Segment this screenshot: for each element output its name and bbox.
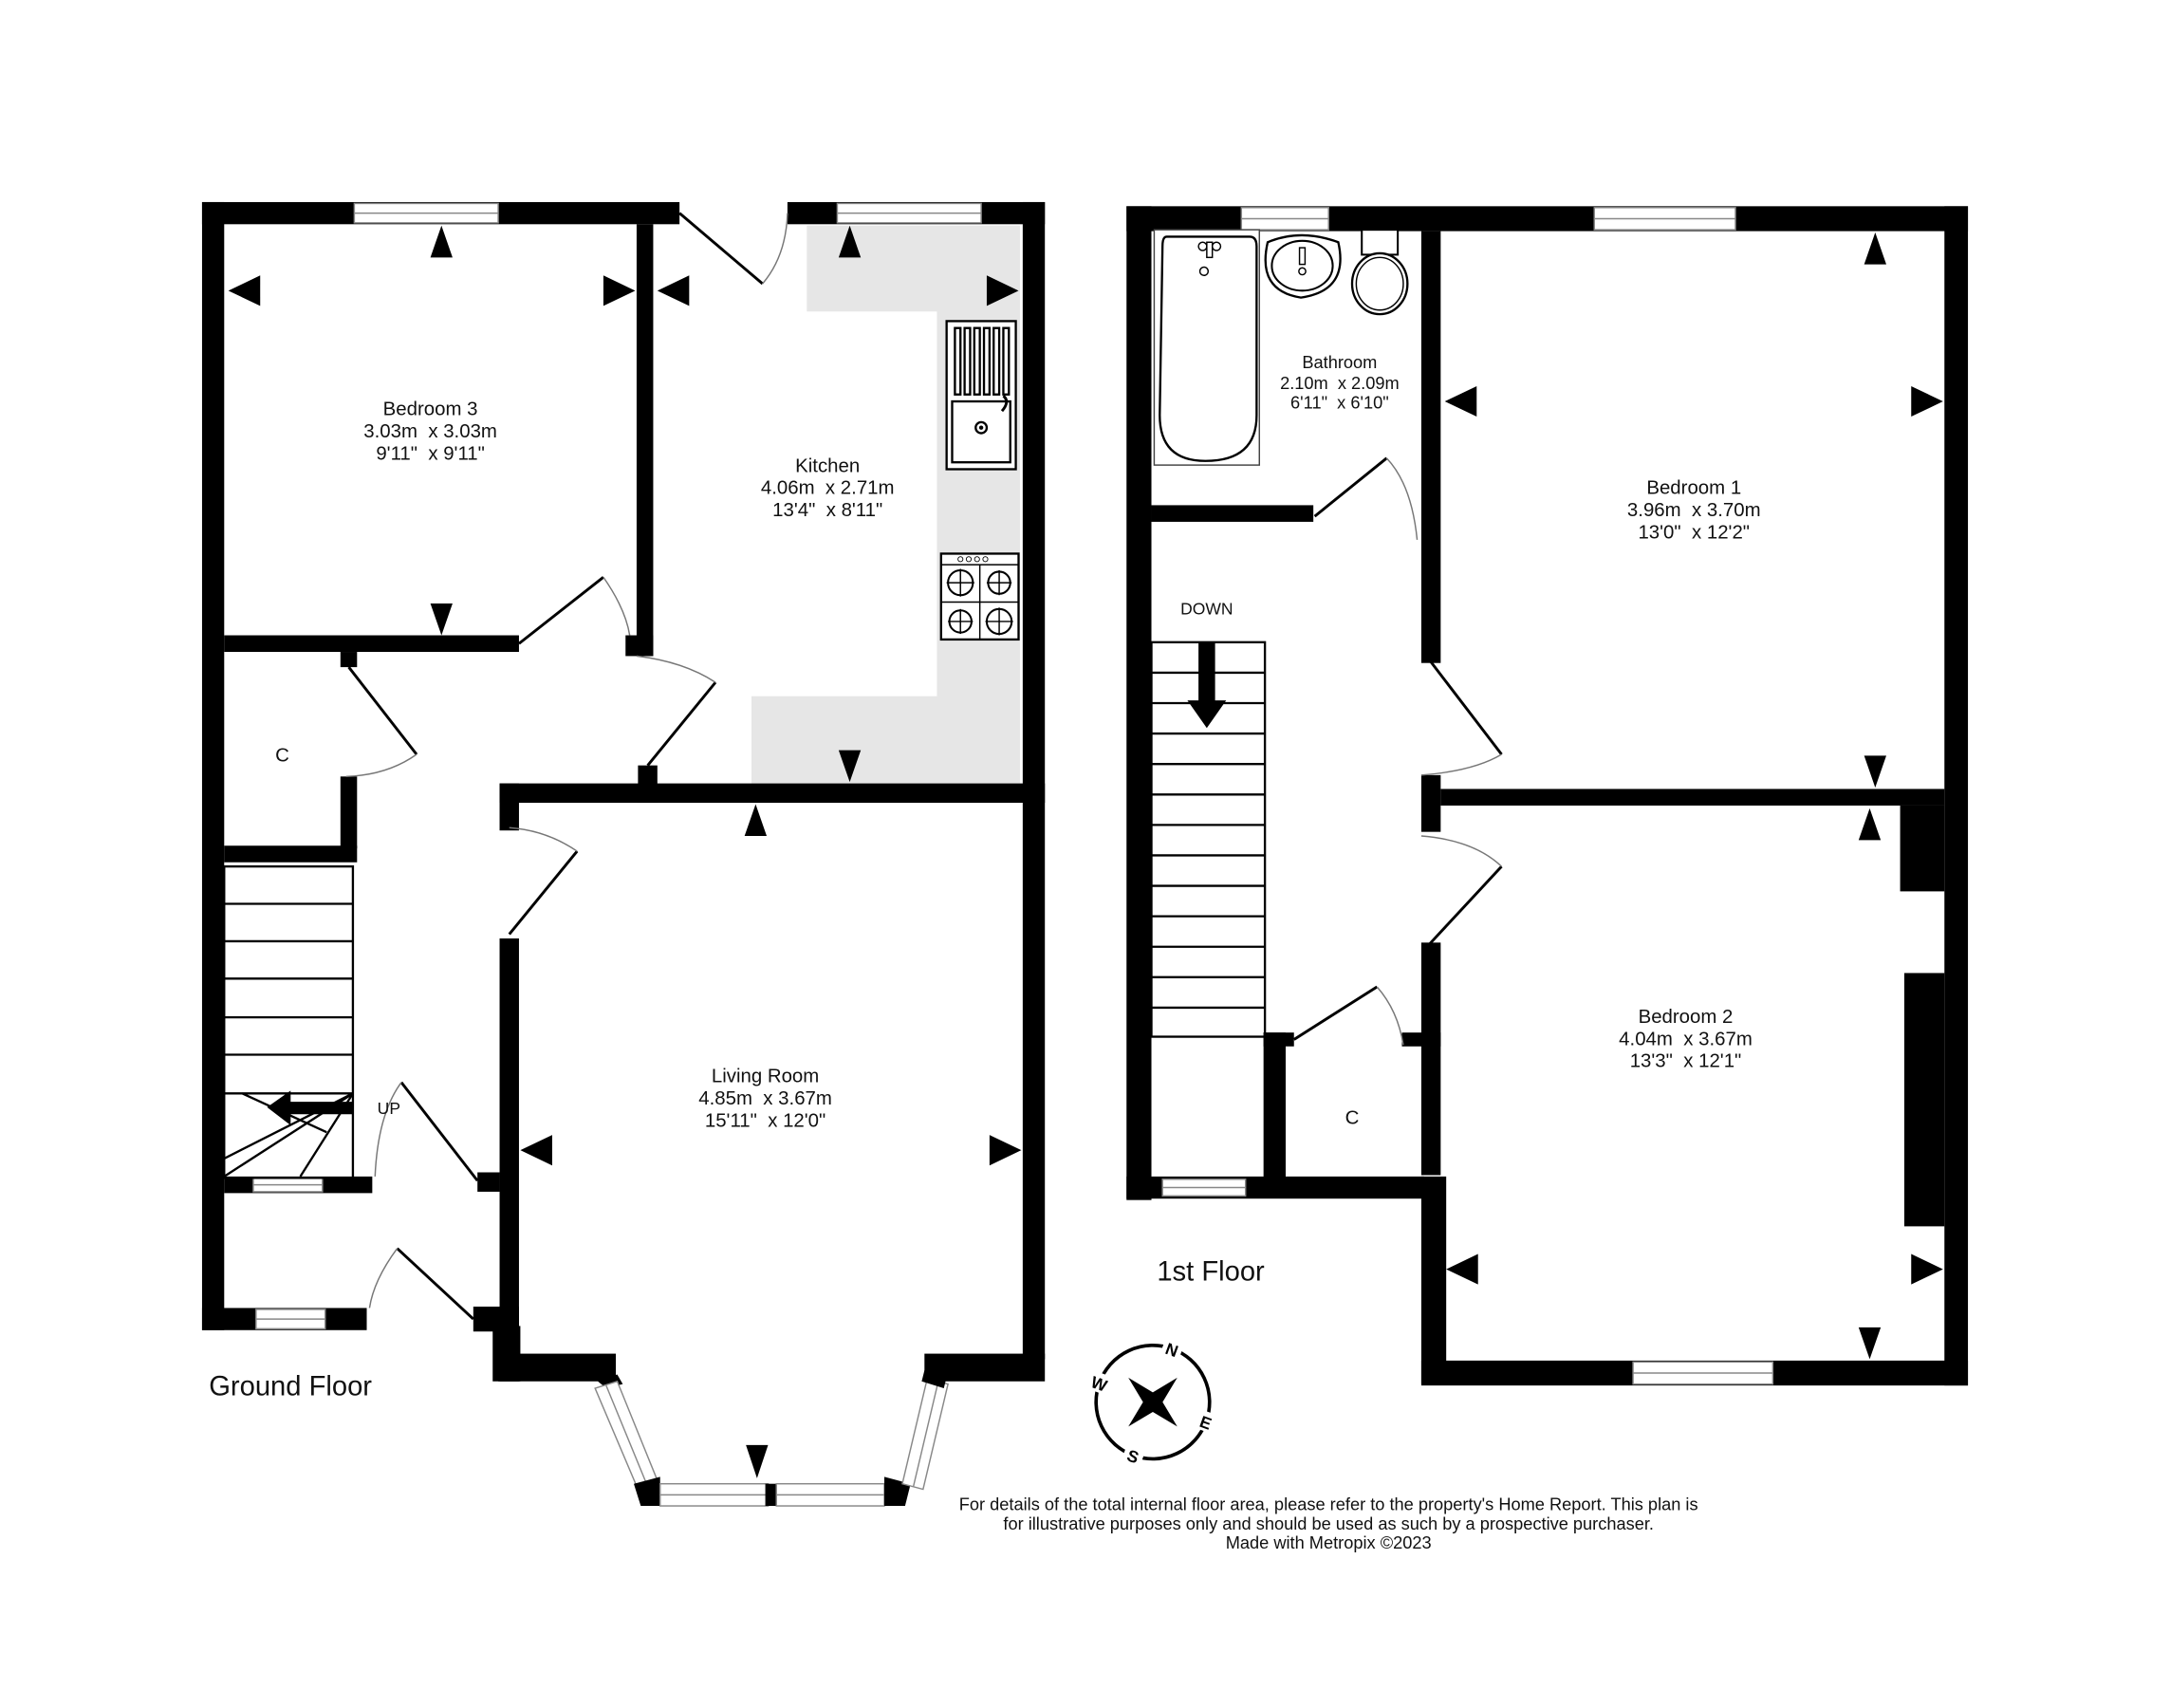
measurement-markers	[228, 225, 1022, 1478]
door-cupboard	[1292, 985, 1404, 1046]
svg-text:Bedroom 3: Bedroom 3	[383, 399, 478, 420]
svg-text:Living Room: Living Room	[712, 1067, 819, 1087]
first-floor: Bathroom 2.10m x 2.09m 6'11" x 6'10" Bed…	[1126, 206, 1969, 1386]
svg-text:6'11" x 6'10": 6'11" x 6'10"	[1290, 392, 1389, 412]
door-cupboard	[345, 666, 418, 778]
svg-text:9'11" x 9'11": 9'11" x 9'11"	[376, 443, 485, 464]
svg-text:Bedroom 1: Bedroom 1	[1646, 478, 1741, 499]
cupboard-label: C	[1345, 1107, 1360, 1128]
svg-text:13'4" x 8'11": 13'4" x 8'11"	[772, 500, 882, 521]
svg-text:4.04m x 3.67m: 4.04m x 3.67m	[1619, 1029, 1753, 1049]
window	[1161, 1179, 1247, 1197]
down-arrow-icon	[1187, 641, 1227, 729]
staircase-down	[1150, 640, 1267, 1038]
svg-text:Bathroom: Bathroom	[1302, 352, 1377, 372]
door-bathroom	[1313, 456, 1419, 540]
window	[1632, 1361, 1774, 1385]
bay-window	[594, 1370, 949, 1507]
svg-text:For details of the total inter: For details of the total internal floor …	[959, 1494, 1698, 1513]
toilet-icon	[1350, 229, 1409, 316]
bath-icon	[1153, 229, 1261, 466]
window	[1593, 207, 1736, 231]
svg-text:2.10m x 2.09m: 2.10m x 2.09m	[1280, 373, 1400, 393]
door-front	[368, 1247, 474, 1321]
measurement-markers	[1444, 232, 1943, 1360]
door-bedroom1	[1420, 659, 1503, 776]
svg-text:for illustrative purposes only: for illustrative purposes only and shoul…	[1003, 1513, 1654, 1533]
window	[353, 202, 499, 224]
door-bedroom2	[1420, 835, 1503, 945]
window	[255, 1309, 326, 1330]
svg-text:13'3" x 12'1": 13'3" x 12'1"	[1630, 1051, 1742, 1072]
door-back	[678, 212, 788, 286]
stairs-up-label: UP	[378, 1099, 400, 1118]
stairs-down-label: DOWN	[1180, 600, 1233, 619]
svg-text:4.06m x 2.71m: 4.06m x 2.71m	[761, 478, 895, 499]
disclaimer: For details of the total internal floor …	[959, 1494, 1698, 1552]
room-bedroom-1: Bedroom 1 3.96m x 3.70m 13'0" x 12'2"	[1627, 478, 1761, 544]
room-bedroom-3: Bedroom 3 3.03m x 3.03m 9'11" x 9'11"	[363, 399, 497, 465]
staircase-up	[223, 864, 355, 1179]
svg-text:15'11" x 12'0": 15'11" x 12'0"	[705, 1110, 825, 1131]
floor-label-ground: Ground Floor	[209, 1371, 372, 1402]
svg-text:4.85m x 3.67m: 4.85m x 3.67m	[698, 1088, 832, 1109]
window	[252, 1177, 324, 1193]
basin-icon	[1264, 233, 1342, 299]
up-arrow-icon	[267, 1090, 353, 1125]
sink-icon	[945, 320, 1017, 471]
svg-text:3.03m x 3.03m: 3.03m x 3.03m	[363, 421, 497, 442]
door-stairs	[374, 1081, 479, 1182]
cupboard-label: C	[275, 745, 289, 766]
svg-text:W: W	[1088, 1372, 1110, 1396]
door-bedroom3	[518, 576, 631, 645]
svg-text:Bedroom 2: Bedroom 2	[1639, 1007, 1734, 1028]
room-kitchen: Kitchen 4.06m x 2.71m 13'4" x 8'11"	[761, 455, 895, 521]
ground-floor: Bedroom 3 3.03m x 3.03m 9'11" x 9'11" Ki…	[201, 201, 1046, 1507]
door-kitchen	[636, 655, 717, 767]
window	[836, 202, 982, 224]
svg-text:Made with Metropix ©2023: Made with Metropix ©2023	[1226, 1532, 1432, 1552]
svg-text:13'0" x 12'2": 13'0" x 12'2"	[1638, 522, 1750, 543]
door-living	[508, 826, 579, 936]
window	[1240, 207, 1329, 231]
room-bedroom-2: Bedroom 2 4.04m x 3.67m 13'3" x 12'1"	[1619, 1007, 1753, 1072]
floor-label-first: 1st Floor	[1157, 1256, 1265, 1287]
room-bathroom: Bathroom 2.10m x 2.09m 6'11" x 6'10"	[1280, 352, 1400, 412]
svg-text:3.96m x 3.70m: 3.96m x 3.70m	[1627, 500, 1761, 521]
compass-icon: N E S W	[1086, 1336, 1219, 1468]
hob-icon	[939, 552, 1020, 641]
svg-text:Kitchen: Kitchen	[795, 455, 860, 476]
room-living-room: Living Room 4.85m x 3.67m 15'11" x 12'0"	[698, 1067, 832, 1132]
